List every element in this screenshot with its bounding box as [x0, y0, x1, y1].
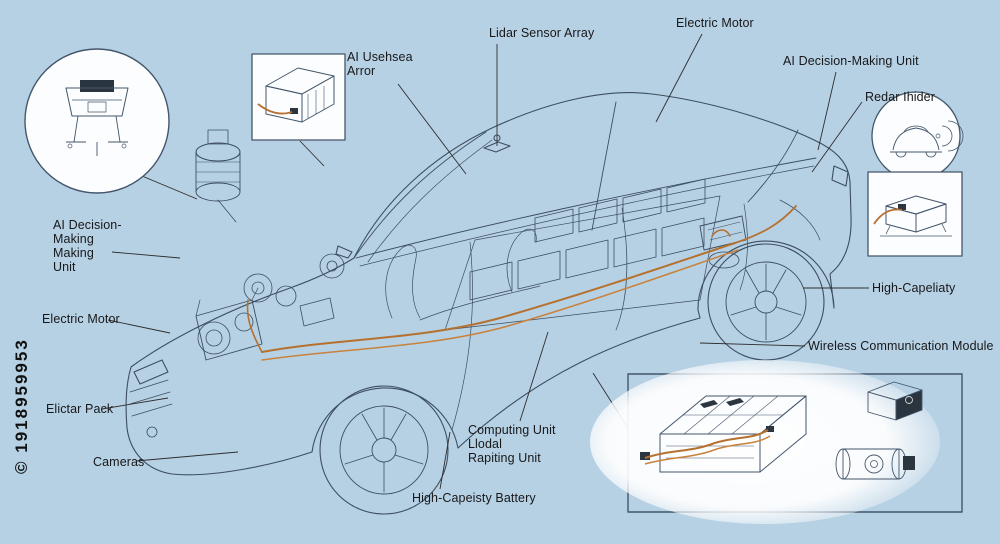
car-cutaway-illustration — [125, 92, 852, 515]
label-battery-pack-left: Elictar Pack — [46, 402, 114, 416]
label-computing-line3: Rapiting Unit — [468, 451, 541, 465]
label-wireless-comm-module: Wireless Communication Module — [808, 339, 994, 353]
label-ai-decision-unit-right: AI Decision-Making Unit — [783, 54, 919, 68]
wiring-harness — [246, 205, 797, 361]
label-computing-unit: Computing Unit Llodal Rapiting Unit — [468, 423, 556, 465]
inset-battery-pack — [590, 360, 963, 524]
label-lidar-sensor-array: Lidar Sensor Array — [489, 26, 595, 40]
label-ai-left-line1: AI Decision- — [53, 218, 122, 232]
label-electric-motor-top: Electric Motor — [676, 16, 754, 30]
inset-sensor-module — [251, 53, 346, 141]
label-sensor-array-line1: AI Usehsea — [347, 50, 413, 64]
label-cameras: Cameras — [93, 455, 145, 469]
label-radar: Redar Ihider — [865, 90, 935, 104]
inset-comm-module — [867, 171, 963, 257]
label-ai-left-line4: Unit — [53, 260, 76, 274]
label-computing-line1: Computing Unit — [468, 423, 556, 437]
leader-lines — [101, 33, 869, 490]
label-electric-motor-left: Electric Motor — [42, 312, 120, 326]
label-sensor-array: AI Usehsea Arror — [347, 50, 413, 78]
label-ai-decision-unit-left: AI Decision- Making Making Unit — [53, 218, 122, 274]
label-ai-left-line3: Making — [53, 246, 94, 260]
inset-radar-sketch — [871, 91, 964, 181]
label-ai-left-line2: Making — [53, 232, 94, 246]
label-computing-line2: Llodal — [468, 437, 502, 451]
label-sensor-array-line2: Arror — [347, 64, 376, 78]
label-high-capacity: High-Capeliaty — [872, 281, 956, 295]
inset-camera-detail — [24, 48, 170, 194]
label-high-capacity-battery: High-Capeisty Battery — [412, 491, 536, 505]
stock-watermark: © 1918959953 — [12, 338, 31, 474]
